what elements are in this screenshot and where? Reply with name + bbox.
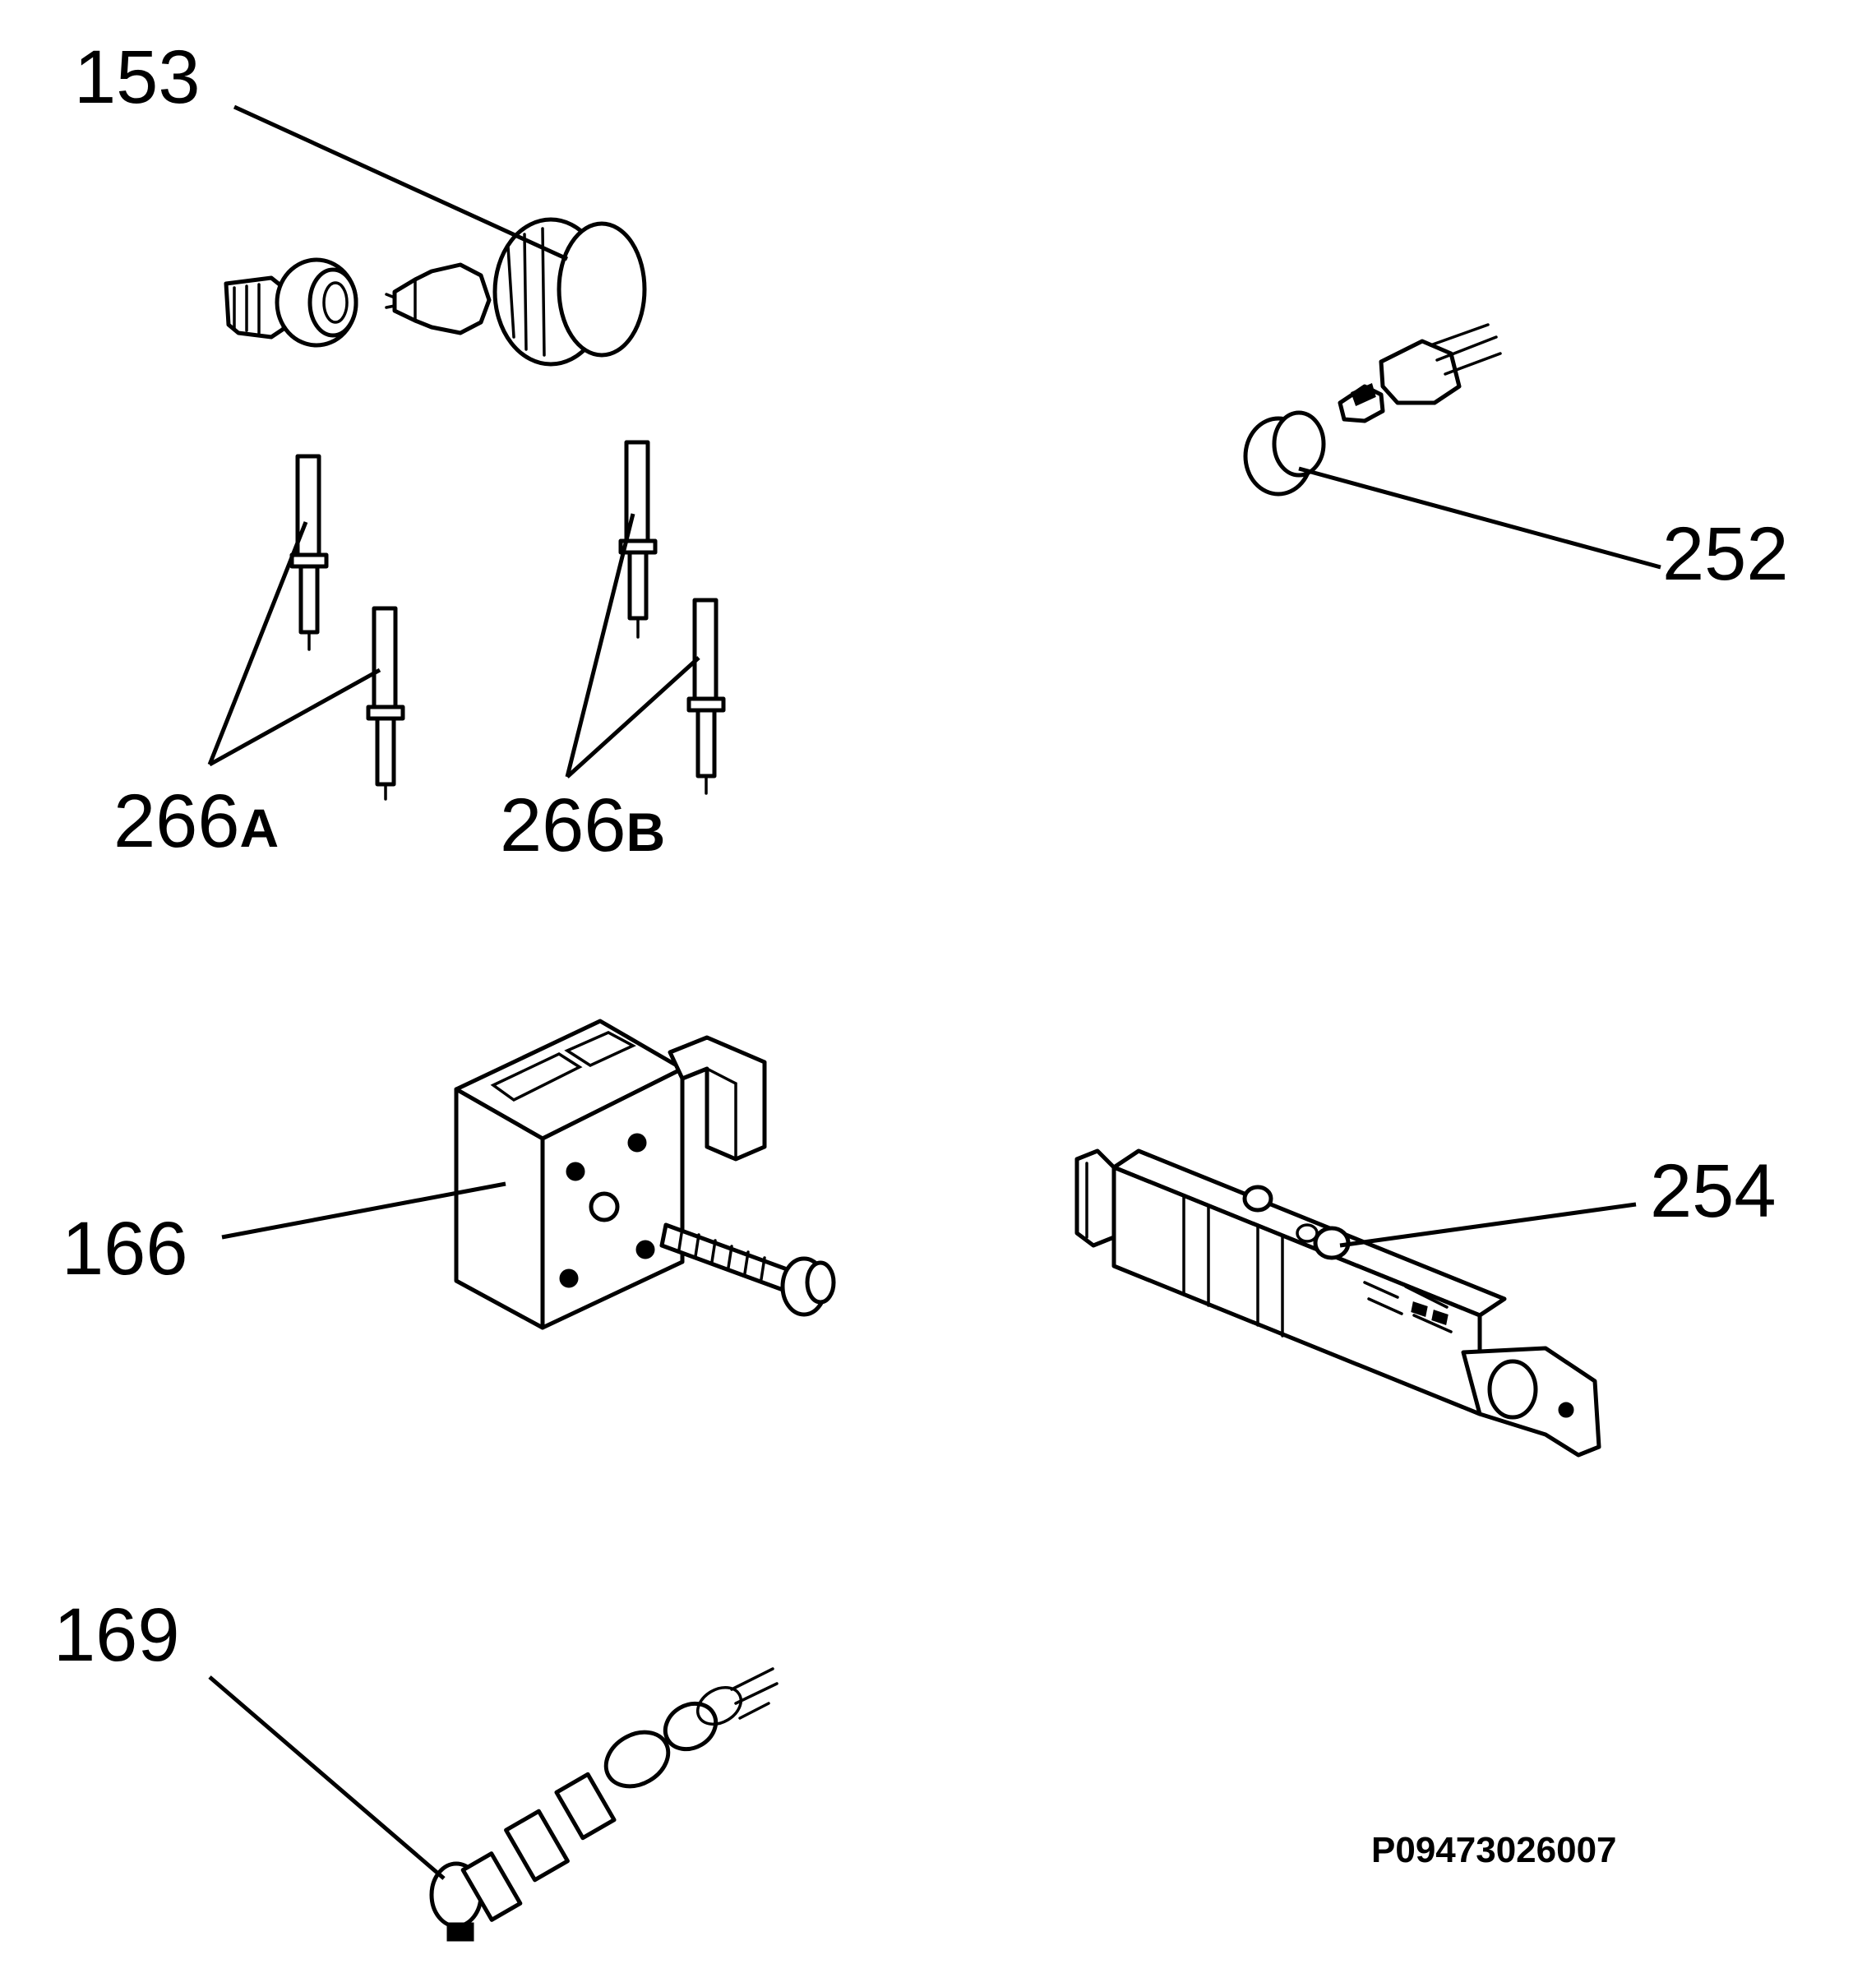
leader-lines-266b (565, 513, 700, 779)
callout-252: 252 (1662, 512, 1789, 596)
leader-line-153 (233, 104, 569, 261)
leader-line-166 (221, 1181, 506, 1240)
leader-line-169 (208, 1675, 446, 1880)
part-266a-electrodes (289, 454, 405, 801)
callout-153: 153 (74, 35, 201, 119)
callout-266b: 266B (500, 783, 665, 867)
part-252-bulb (1243, 323, 1502, 497)
leader-lines-266a (207, 521, 381, 767)
leader-line-254 (1339, 1202, 1637, 1248)
leader-line-252 (1298, 466, 1661, 570)
callout-254: 254 (1650, 1149, 1777, 1233)
document-number: P09473026007 (1371, 1830, 1617, 1870)
callout-166: 166 (62, 1207, 188, 1291)
callout-169: 169 (53, 1593, 180, 1677)
part-166-junction-box (454, 1019, 836, 1330)
part-266b-electrodes (618, 440, 726, 795)
callout-266a: 266A (113, 779, 279, 863)
part-153-lamp-assembly (224, 217, 647, 367)
part-169-igniter-harness (429, 1667, 779, 1942)
part-254-ignition-module (1074, 1148, 1601, 1458)
